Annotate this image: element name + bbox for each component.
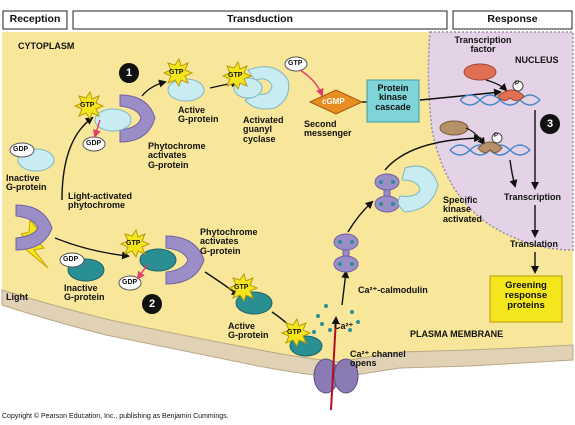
g-protein-on-phyto-2 [139, 248, 177, 272]
arrow-to-active-g1 [141, 79, 167, 97]
gtp-label-2: GTP [169, 69, 184, 76]
protein-kinase-box [366, 79, 420, 123]
arrow-calmodulin-up [347, 200, 374, 233]
header-response-box [452, 10, 573, 30]
gdp-label-3: GDP [122, 279, 138, 286]
ca-influx-arrow [330, 316, 340, 411]
greening-box [489, 275, 563, 323]
gtp-star-1 [73, 90, 105, 121]
header-reception-box [2, 10, 68, 30]
gtp-star-5 [227, 272, 259, 303]
gtp-star-3 [221, 60, 253, 91]
gdp-release-arrow-1 [92, 119, 101, 138]
active-g-protein-1-label: Active G-protein [178, 105, 219, 125]
phosphate-label-1: P [515, 81, 520, 87]
transcription-label: Transcription [504, 192, 562, 202]
arrow-kinase-to-tf [419, 88, 502, 101]
gtp-star-4 [119, 228, 151, 259]
header-transduction-box [72, 10, 448, 30]
plasma-membrane [1, 289, 574, 379]
active-g-protein-2-label: Active G-protein [228, 321, 269, 341]
transcription-factor-red [463, 63, 497, 81]
calmodulin-2 [374, 173, 400, 213]
gtp-label-3: GTP [228, 72, 243, 79]
guanyl-cyclase [244, 66, 290, 110]
light-label: Light [6, 292, 28, 302]
gtp-label-1: GTP [80, 102, 95, 109]
transcription-factor-brown [439, 120, 469, 136]
arrow-ca-to-calmodulin [341, 270, 350, 306]
inactive-g-protein-2-label: Inactive G-protein [64, 283, 105, 303]
calmodulin-1 [333, 233, 359, 273]
header-transduction: Transduction [227, 13, 293, 25]
inactive-g-protein-1-label: Inactive G-protein [6, 173, 47, 193]
gtp-star-6 [280, 317, 312, 348]
gtp-label-5: GTP [234, 284, 249, 291]
gdp-badge-1 [9, 142, 35, 158]
gtp-to-cgmp-arrow [299, 69, 324, 97]
transcription-factor-label: Transcription factor [454, 35, 512, 55]
cytoplasm-label: CYTOPLASM [18, 41, 75, 51]
light-activated-phytochrome-label: Light-activated phytochrome [68, 191, 133, 211]
greening-label: Greening response proteins [504, 280, 548, 311]
phosphate-1 [512, 80, 524, 92]
gdp-badge-3 [118, 275, 142, 291]
phytochrome-2 [165, 235, 205, 285]
specific-kinase [397, 165, 439, 213]
ca-channel-right [333, 358, 359, 394]
phytochrome-activates-1-label: Phytochrome activates G-protein [148, 141, 206, 170]
cgmp-label: cGMP [322, 97, 345, 106]
protein-kinase-label: Protein kinase cascade [375, 83, 411, 112]
arrow-reception-up [61, 116, 94, 201]
light-activated-phytochrome [15, 204, 53, 251]
ca-ion-label: Ca²⁺ [334, 321, 354, 331]
bound-tf-brown [477, 141, 503, 154]
gdp-label-4: GDP [63, 256, 79, 263]
gtp-star-2 [162, 57, 194, 88]
gtp-label-4: GTP [126, 240, 141, 247]
second-messenger-label: Second messenger [304, 119, 352, 139]
step-3-badge: 3 [540, 114, 560, 134]
gdp-label-2: GDP [86, 140, 102, 147]
gdp-badge-4 [59, 252, 85, 268]
activated-guanyl-label: Activated guanyl cyclase [243, 115, 284, 144]
plasma-membrane-label: PLASMA MEMBRANE [410, 329, 504, 339]
copyright-text: Copyright © Pearson Education, Inc., pub… [2, 413, 229, 420]
specific-kinase-label: Specific kinase activated [443, 195, 483, 224]
header-response: Response [487, 13, 538, 25]
phosphate-label-2: P [494, 133, 499, 139]
bound-tf-red [497, 89, 525, 102]
translation-label: Translation [510, 239, 559, 249]
arrow-dna2-transcription [509, 159, 518, 188]
phosphate-2 [491, 132, 503, 144]
arrow-reception-down [54, 237, 130, 260]
gdp-label-1: GDP [13, 146, 29, 153]
nucleus-label: NUCLEUS [515, 55, 559, 65]
calmodulin-label: Ca²⁺-calmodulin [358, 285, 428, 295]
ca-channel-label: Ca²⁺ channel opens [350, 349, 406, 369]
step-1-badge: 1 [119, 63, 139, 83]
step-2-badge: 2 [142, 294, 162, 314]
phytochrome-activates-2-label: Phytochrome activates G-protein [200, 227, 258, 256]
dna-helix-1 [459, 94, 541, 106]
g-protein-on-phyto-1 [94, 108, 132, 132]
gtp-label-guanyl: GTP [288, 60, 303, 67]
arrow-tf-down [485, 79, 508, 92]
gdp-release-arrow-2 [136, 263, 149, 280]
ca-ion-dots [312, 304, 360, 334]
gtp-badge-guanyl [284, 56, 308, 72]
arrow-kinase-to-nucleus [384, 134, 482, 171]
gtp-label-6: GTP [287, 329, 302, 336]
header-reception: Reception [9, 13, 61, 25]
arrow-tf2-down [465, 127, 486, 146]
